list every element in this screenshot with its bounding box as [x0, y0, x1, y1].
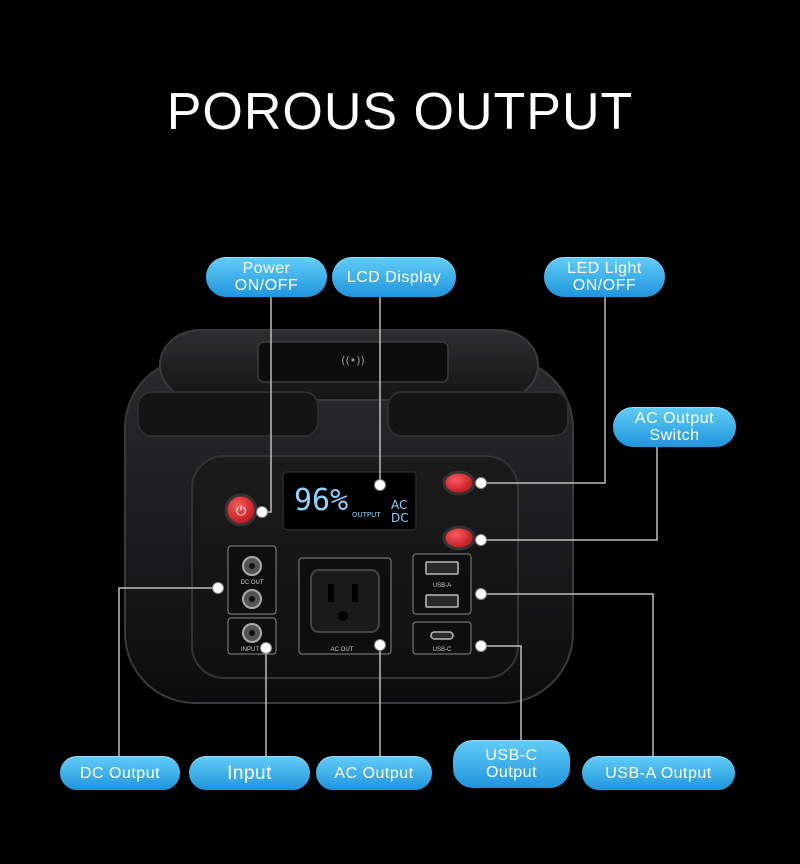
power-button	[224, 493, 258, 527]
wireless-charge-icon: ((•))	[341, 354, 365, 367]
leader-dc	[118, 587, 218, 756]
usb-c-label: USB-C	[433, 647, 452, 653]
usb-c-port	[430, 631, 454, 640]
lcd-ac: AC	[391, 498, 407, 512]
callout-dc-output: DC Output	[60, 756, 180, 790]
callout-input: Input	[189, 756, 310, 790]
lcd-output-label: OUTPUT	[352, 511, 381, 519]
lcd-percent: 96%	[294, 483, 348, 518]
ac-out-label: AC OUT	[331, 647, 354, 653]
usb-a-label: USB-A	[433, 583, 451, 589]
leader-usb-c	[481, 645, 522, 740]
callout-dc-output-text: DC Output	[79, 764, 161, 782]
input-label: INPUT	[241, 647, 259, 653]
dot-power	[256, 506, 268, 518]
led-light-button	[442, 470, 476, 496]
wireless-pad	[257, 341, 449, 383]
handle-left	[137, 391, 319, 437]
callout-led-light: LED Light ON/OFF	[544, 257, 665, 297]
callout-input-text: Input	[227, 762, 272, 784]
callout-ac-output: AC Output	[316, 756, 432, 790]
callout-power: Power ON/OFF	[206, 257, 327, 297]
ac-output-switch-button	[442, 525, 476, 551]
dot-usb-a	[475, 588, 487, 600]
power-icon: ⏻	[236, 503, 246, 518]
dot-dc	[212, 582, 224, 594]
callout-lcd-text: LCD Display	[346, 268, 442, 286]
leader-led	[481, 297, 606, 484]
dot-input	[260, 642, 272, 654]
callout-lcd-display: LCD Display	[332, 257, 456, 297]
dot-led	[475, 477, 487, 489]
page-title: POROUS OUTPUT	[166, 83, 634, 141]
usb-a-port-2	[425, 594, 459, 608]
handle-right	[387, 391, 569, 437]
leader-power	[263, 297, 272, 513]
callout-usb-a-output: USB-A Output	[582, 756, 735, 790]
lcd-dc: DC	[391, 511, 409, 525]
dot-usb-c	[475, 640, 487, 652]
callout-ac-output-text: AC Output	[334, 764, 414, 782]
callout-led-text: LED Light ON/OFF	[567, 260, 642, 294]
leader-ac-switch	[481, 447, 658, 541]
callout-power-text: Power ON/OFF	[234, 260, 299, 294]
callout-ac-output-switch: AC Output Switch	[613, 407, 736, 447]
callout-ac-switch-text: AC Output Switch	[634, 410, 715, 444]
dot-ac-switch	[475, 534, 487, 546]
callout-usb-c-text: USB-C Output	[485, 747, 538, 781]
callout-usb-a-text: USB-A Output	[605, 764, 712, 782]
dc-out-panel	[227, 545, 277, 615]
leader-usb-a	[481, 593, 654, 756]
usb-a-port-1	[425, 561, 459, 575]
dot-lcd	[374, 479, 386, 491]
dc-out-label: DC OUT	[241, 580, 264, 586]
dot-ac-out	[374, 639, 386, 651]
callout-usb-c-output: USB-C Output	[453, 740, 570, 788]
